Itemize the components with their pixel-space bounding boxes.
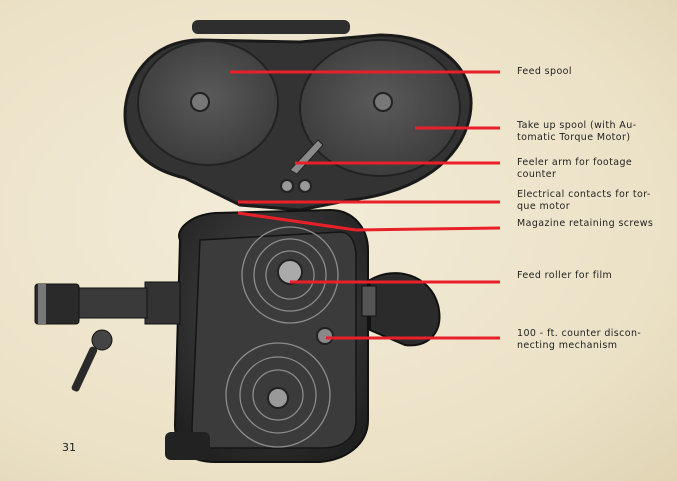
lens-focus-ring xyxy=(38,284,46,324)
magazine-screw-right xyxy=(298,179,312,193)
magazine-screw-left xyxy=(280,179,294,193)
lower-hub xyxy=(267,387,289,409)
label-counter-disconnect: 100 - ft. counter discon- necting mechan… xyxy=(517,328,642,351)
feed-spool-hub xyxy=(190,92,210,112)
label-feed-spool: Feed spool xyxy=(517,66,572,77)
lens-barrel xyxy=(74,287,148,319)
take-up-spool-hub xyxy=(373,92,393,112)
label-feed-roller: Feed roller for film xyxy=(517,270,613,281)
pointer-magazine-screws-a xyxy=(237,211,357,232)
lens-mount xyxy=(144,281,181,325)
camera-base xyxy=(165,432,210,460)
pointer-magazine-screws-b xyxy=(355,226,501,232)
feeler-arm-part xyxy=(289,139,324,175)
feed-roller-part xyxy=(277,259,303,285)
label-magazine-screws: Magazine retaining screws xyxy=(517,218,654,229)
lower-gear xyxy=(225,342,331,448)
eyepiece-ring xyxy=(361,285,377,317)
counter-disconnect-part xyxy=(316,327,334,345)
lens-knob xyxy=(91,329,113,351)
eyepiece xyxy=(369,272,441,347)
lens-handle xyxy=(71,346,98,392)
magazine-handle xyxy=(192,20,350,34)
label-feeler-arm: Feeler arm for footage counter xyxy=(517,157,633,180)
pointer-lines xyxy=(230,70,501,340)
label-take-up-spool: Take up spool (with Au- tomatic Torque M… xyxy=(517,120,637,143)
page-number: 31 xyxy=(62,441,76,454)
upper-gear xyxy=(241,226,339,324)
label-electrical-contacts: Electrical contacts for tor- que motor xyxy=(517,189,651,212)
